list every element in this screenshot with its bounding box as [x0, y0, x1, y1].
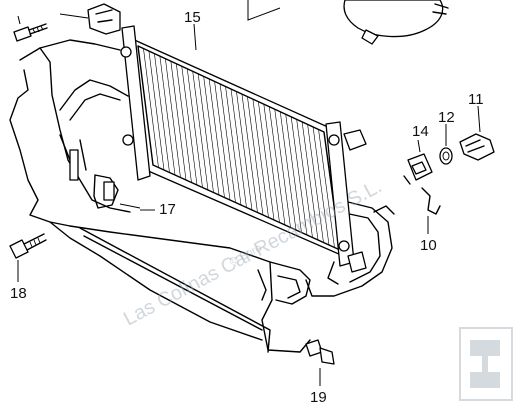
radiator-fin [219, 83, 236, 203]
radiator-fin [143, 48, 159, 168]
radiator-fin [318, 129, 335, 248]
radiator-fin [279, 111, 297, 231]
callout-11: 11 [468, 91, 484, 108]
radiator-fin [247, 96, 264, 216]
radiator-fins [143, 48, 335, 248]
radiator-fin [236, 91, 253, 211]
callout-15: 15 [184, 9, 201, 26]
radiator-fin [192, 71, 209, 191]
radiator-fin [186, 68, 203, 188]
radiator-fin [307, 124, 324, 243]
radiator-fin [165, 58, 181, 178]
radiator-fin [230, 88, 247, 208]
radiator-fin [268, 106, 286, 226]
callout-12: 12 [438, 109, 455, 126]
callout-19: 19 [310, 389, 327, 406]
radiator-fin [175, 63, 192, 183]
radiator-fin [214, 81, 231, 201]
radiator-fin [225, 86, 242, 206]
pressure-switch-19 [305, 339, 335, 386]
callout-14: 14 [412, 123, 429, 140]
radiator-fin [159, 56, 176, 176]
callout-17: — 17 [140, 201, 176, 218]
radiator-fin [285, 114, 302, 233]
radiator [120, 23, 367, 285]
radiator-fin [258, 101, 275, 221]
radiator-fin [181, 66, 198, 186]
radiator-fin [197, 73, 214, 193]
radiator-fin [203, 76, 220, 196]
seal-ring-12 [439, 124, 453, 165]
radiator-fin [241, 94, 258, 213]
watermark-seal-icon [459, 327, 513, 401]
bracket-top [59, 3, 121, 35]
expansion-tank [247, 0, 449, 45]
sensor-14 [403, 139, 433, 185]
radiator-fin [301, 121, 319, 241]
radiator-fin [312, 126, 330, 246]
switch-11 [459, 105, 495, 161]
clip-10 [421, 187, 441, 234]
radiator-fin [154, 53, 170, 173]
radiator-fin [170, 61, 187, 181]
radiator-fin [148, 51, 165, 171]
radiator-fin [252, 99, 269, 218]
bolt-18 [9, 233, 47, 282]
radiator-fin [274, 109, 291, 228]
callout-10: 10 [420, 237, 437, 254]
radiator-fin [290, 116, 308, 236]
bolt-top-left [13, 15, 48, 42]
front-carrier-frame [9, 39, 395, 353]
radiator-fin [296, 119, 313, 238]
radiator-fin [263, 104, 280, 223]
radiator-fin [208, 78, 225, 198]
callout-18: 18 [10, 285, 27, 302]
condenser-bracket [79, 227, 271, 353]
